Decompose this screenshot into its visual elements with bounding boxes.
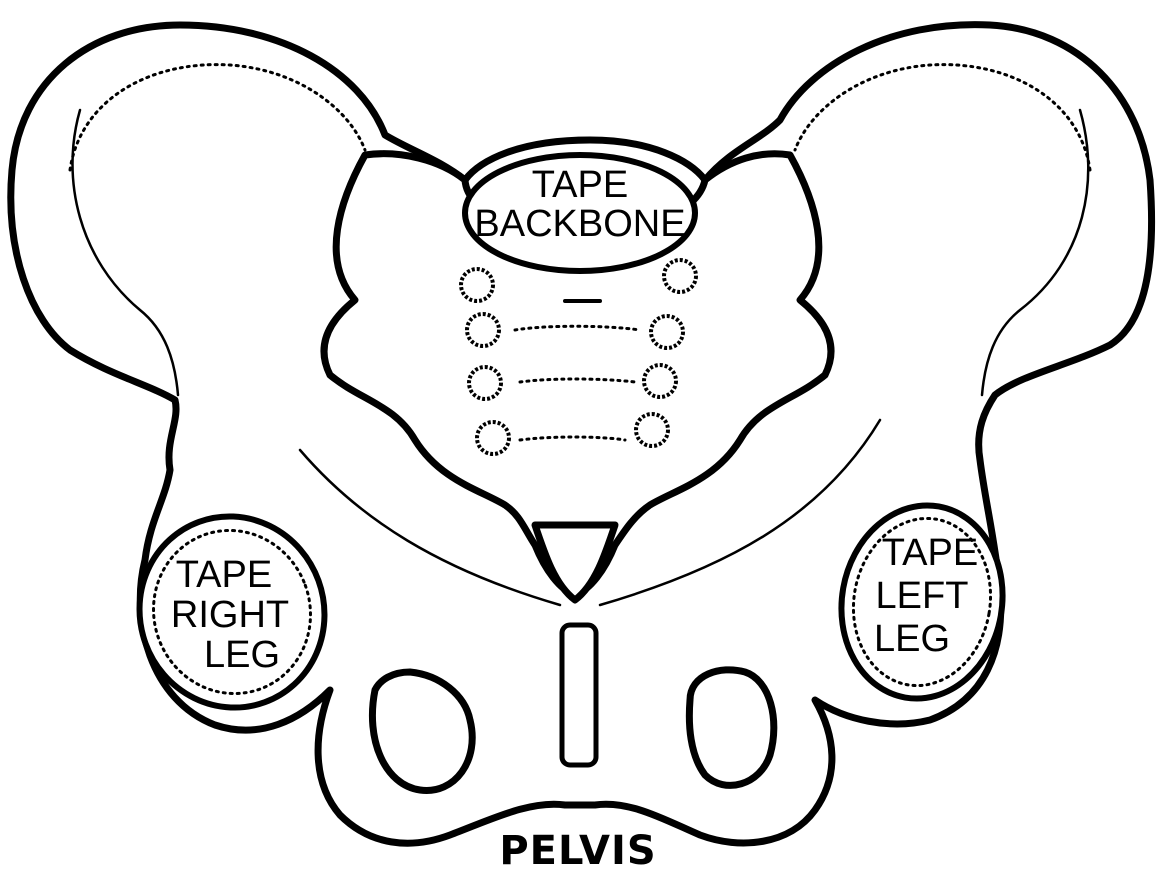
left-leg-label-line-3: LEG	[874, 618, 950, 660]
diagram-title: PELVIS	[499, 828, 656, 874]
sacral-foramen-5	[469, 367, 501, 399]
sacral-foramen-6	[644, 365, 676, 397]
pubic-symphysis	[562, 625, 596, 765]
right-leg-label-line-2: RIGHT	[171, 594, 289, 636]
sacral-foramen-7	[477, 422, 509, 454]
backbone-label-line-1: TAPE	[532, 164, 628, 206]
left-obturator-foramen	[689, 670, 773, 786]
left-leg-label-line-2: LEFT	[876, 575, 969, 617]
right-leg-label-line-1: TAPE	[176, 554, 272, 596]
right-leg-label-line-3: LEG	[204, 634, 280, 676]
backbone-label: TAPE BACKBONE	[465, 155, 695, 271]
left-leg-label-line-1: TAPE	[882, 532, 978, 574]
sacral-foramen-3	[467, 314, 499, 346]
backbone-label-line-2: BACKBONE	[474, 203, 685, 245]
sacral-foramen-2	[664, 260, 696, 292]
sacral-foramen-4	[651, 316, 683, 348]
sacral-foramen-8	[636, 414, 668, 446]
sacral-foramen-1	[461, 269, 493, 301]
